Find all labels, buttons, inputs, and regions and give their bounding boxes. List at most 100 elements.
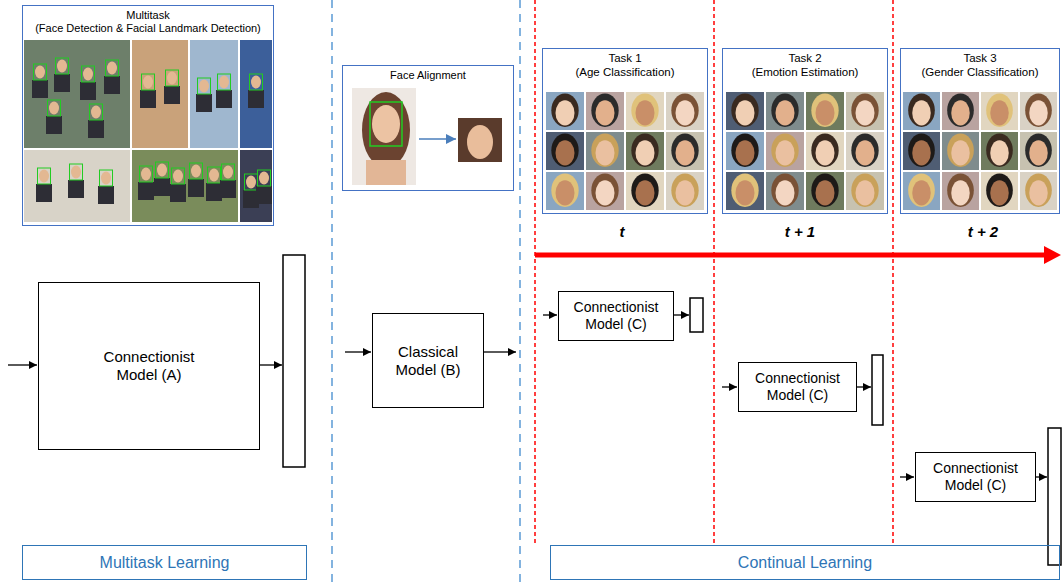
- panel-heading: Task 2: [788, 52, 821, 66]
- person-body: [196, 94, 212, 112]
- panel-heading: Task 1: [608, 52, 641, 66]
- detection-box: [38, 168, 51, 184]
- detection-box: [190, 163, 203, 179]
- box-label: Multitask Learning: [100, 553, 230, 572]
- flow-arrow: [674, 314, 689, 315]
- hair: [1025, 174, 1052, 207]
- hair: [631, 94, 658, 127]
- face: [736, 140, 755, 165]
- hair: [947, 134, 974, 167]
- face: [223, 166, 233, 179]
- detection-box: [250, 74, 263, 90]
- section-label: Multitask Learning: [22, 545, 307, 580]
- box-label: Continual Learning: [738, 553, 872, 572]
- face: [636, 140, 655, 165]
- person-body: [154, 178, 170, 196]
- face: [816, 100, 835, 125]
- photo: [352, 88, 416, 185]
- aligned-face: [458, 118, 502, 162]
- hair: [731, 174, 758, 207]
- panel-heading: (Age Classification): [575, 66, 674, 80]
- face-photo: [903, 132, 940, 170]
- hair: [811, 174, 838, 207]
- model-box: Connectionist Model (C): [915, 452, 1036, 502]
- face-grid: [546, 92, 704, 210]
- photo: [24, 40, 130, 148]
- face-photo: [726, 92, 764, 130]
- face-photo: [846, 172, 884, 210]
- detection-box: [106, 60, 119, 76]
- section-divider: [519, 0, 521, 583]
- person-body: [216, 90, 232, 108]
- model-box: Connectionist Model (C): [558, 291, 674, 341]
- face: [776, 140, 795, 165]
- face: [83, 68, 93, 81]
- face-grid: [903, 92, 1057, 210]
- face: [676, 100, 695, 125]
- face: [39, 170, 49, 183]
- detection-box: [245, 174, 258, 190]
- person-body: [256, 186, 272, 204]
- flow-arrow: [484, 351, 516, 352]
- face-photo: [586, 92, 624, 130]
- face: [57, 60, 67, 73]
- person-body: [68, 180, 84, 198]
- hair: [1025, 94, 1052, 127]
- face: [856, 180, 875, 205]
- box-label: Connectionist Model (C): [743, 370, 852, 404]
- face-photo: [766, 132, 804, 170]
- face: [1029, 180, 1048, 205]
- model-box: Connectionist Model (C): [738, 362, 857, 412]
- hair: [851, 94, 878, 127]
- face-photo: [903, 92, 940, 130]
- timeline-arrowhead: [1044, 246, 1061, 264]
- time-divider: [534, 0, 536, 543]
- model-box: Classical Model (B): [372, 313, 484, 408]
- person-body: [104, 76, 120, 94]
- face: [912, 100, 931, 125]
- face-photo: [726, 132, 764, 170]
- output-vector: [283, 255, 305, 467]
- face: [816, 140, 835, 165]
- photo: [132, 40, 188, 148]
- face: [990, 180, 1009, 205]
- hair: [811, 134, 838, 167]
- face: [856, 100, 875, 125]
- hair: [947, 174, 974, 207]
- face-photo: [626, 92, 664, 130]
- hair: [771, 134, 798, 167]
- hair: [908, 94, 935, 127]
- hair: [551, 134, 578, 167]
- task-panel: Task 3(Gender Classification): [900, 48, 1060, 214]
- detection-box: [222, 164, 235, 180]
- person-body: [46, 116, 62, 134]
- face: [157, 164, 167, 177]
- face-photo: [1020, 92, 1057, 130]
- photo: [240, 40, 272, 148]
- hair: [671, 174, 698, 207]
- photo: [24, 150, 130, 222]
- hair: [1025, 134, 1052, 167]
- face-photo: [546, 132, 584, 170]
- shoulders: [366, 160, 406, 185]
- face: [101, 172, 111, 185]
- face-photo: [981, 92, 1018, 130]
- alignment-arrow: [419, 138, 456, 140]
- hair: [591, 94, 618, 127]
- detection-box: [156, 162, 169, 178]
- flow-arrow: [857, 386, 871, 387]
- face: [676, 180, 695, 205]
- flow-arrow: [543, 314, 557, 315]
- face-photo: [1020, 132, 1057, 170]
- face-photo: [546, 172, 584, 210]
- face: [912, 140, 931, 165]
- hair: [851, 174, 878, 207]
- face: [219, 76, 229, 89]
- face: [776, 180, 795, 205]
- time-step-label: t + 1: [783, 223, 817, 240]
- detection-box: [100, 170, 113, 186]
- output-vector: [872, 355, 883, 425]
- hair: [771, 174, 798, 207]
- face-photo: [586, 172, 624, 210]
- face: [167, 72, 177, 85]
